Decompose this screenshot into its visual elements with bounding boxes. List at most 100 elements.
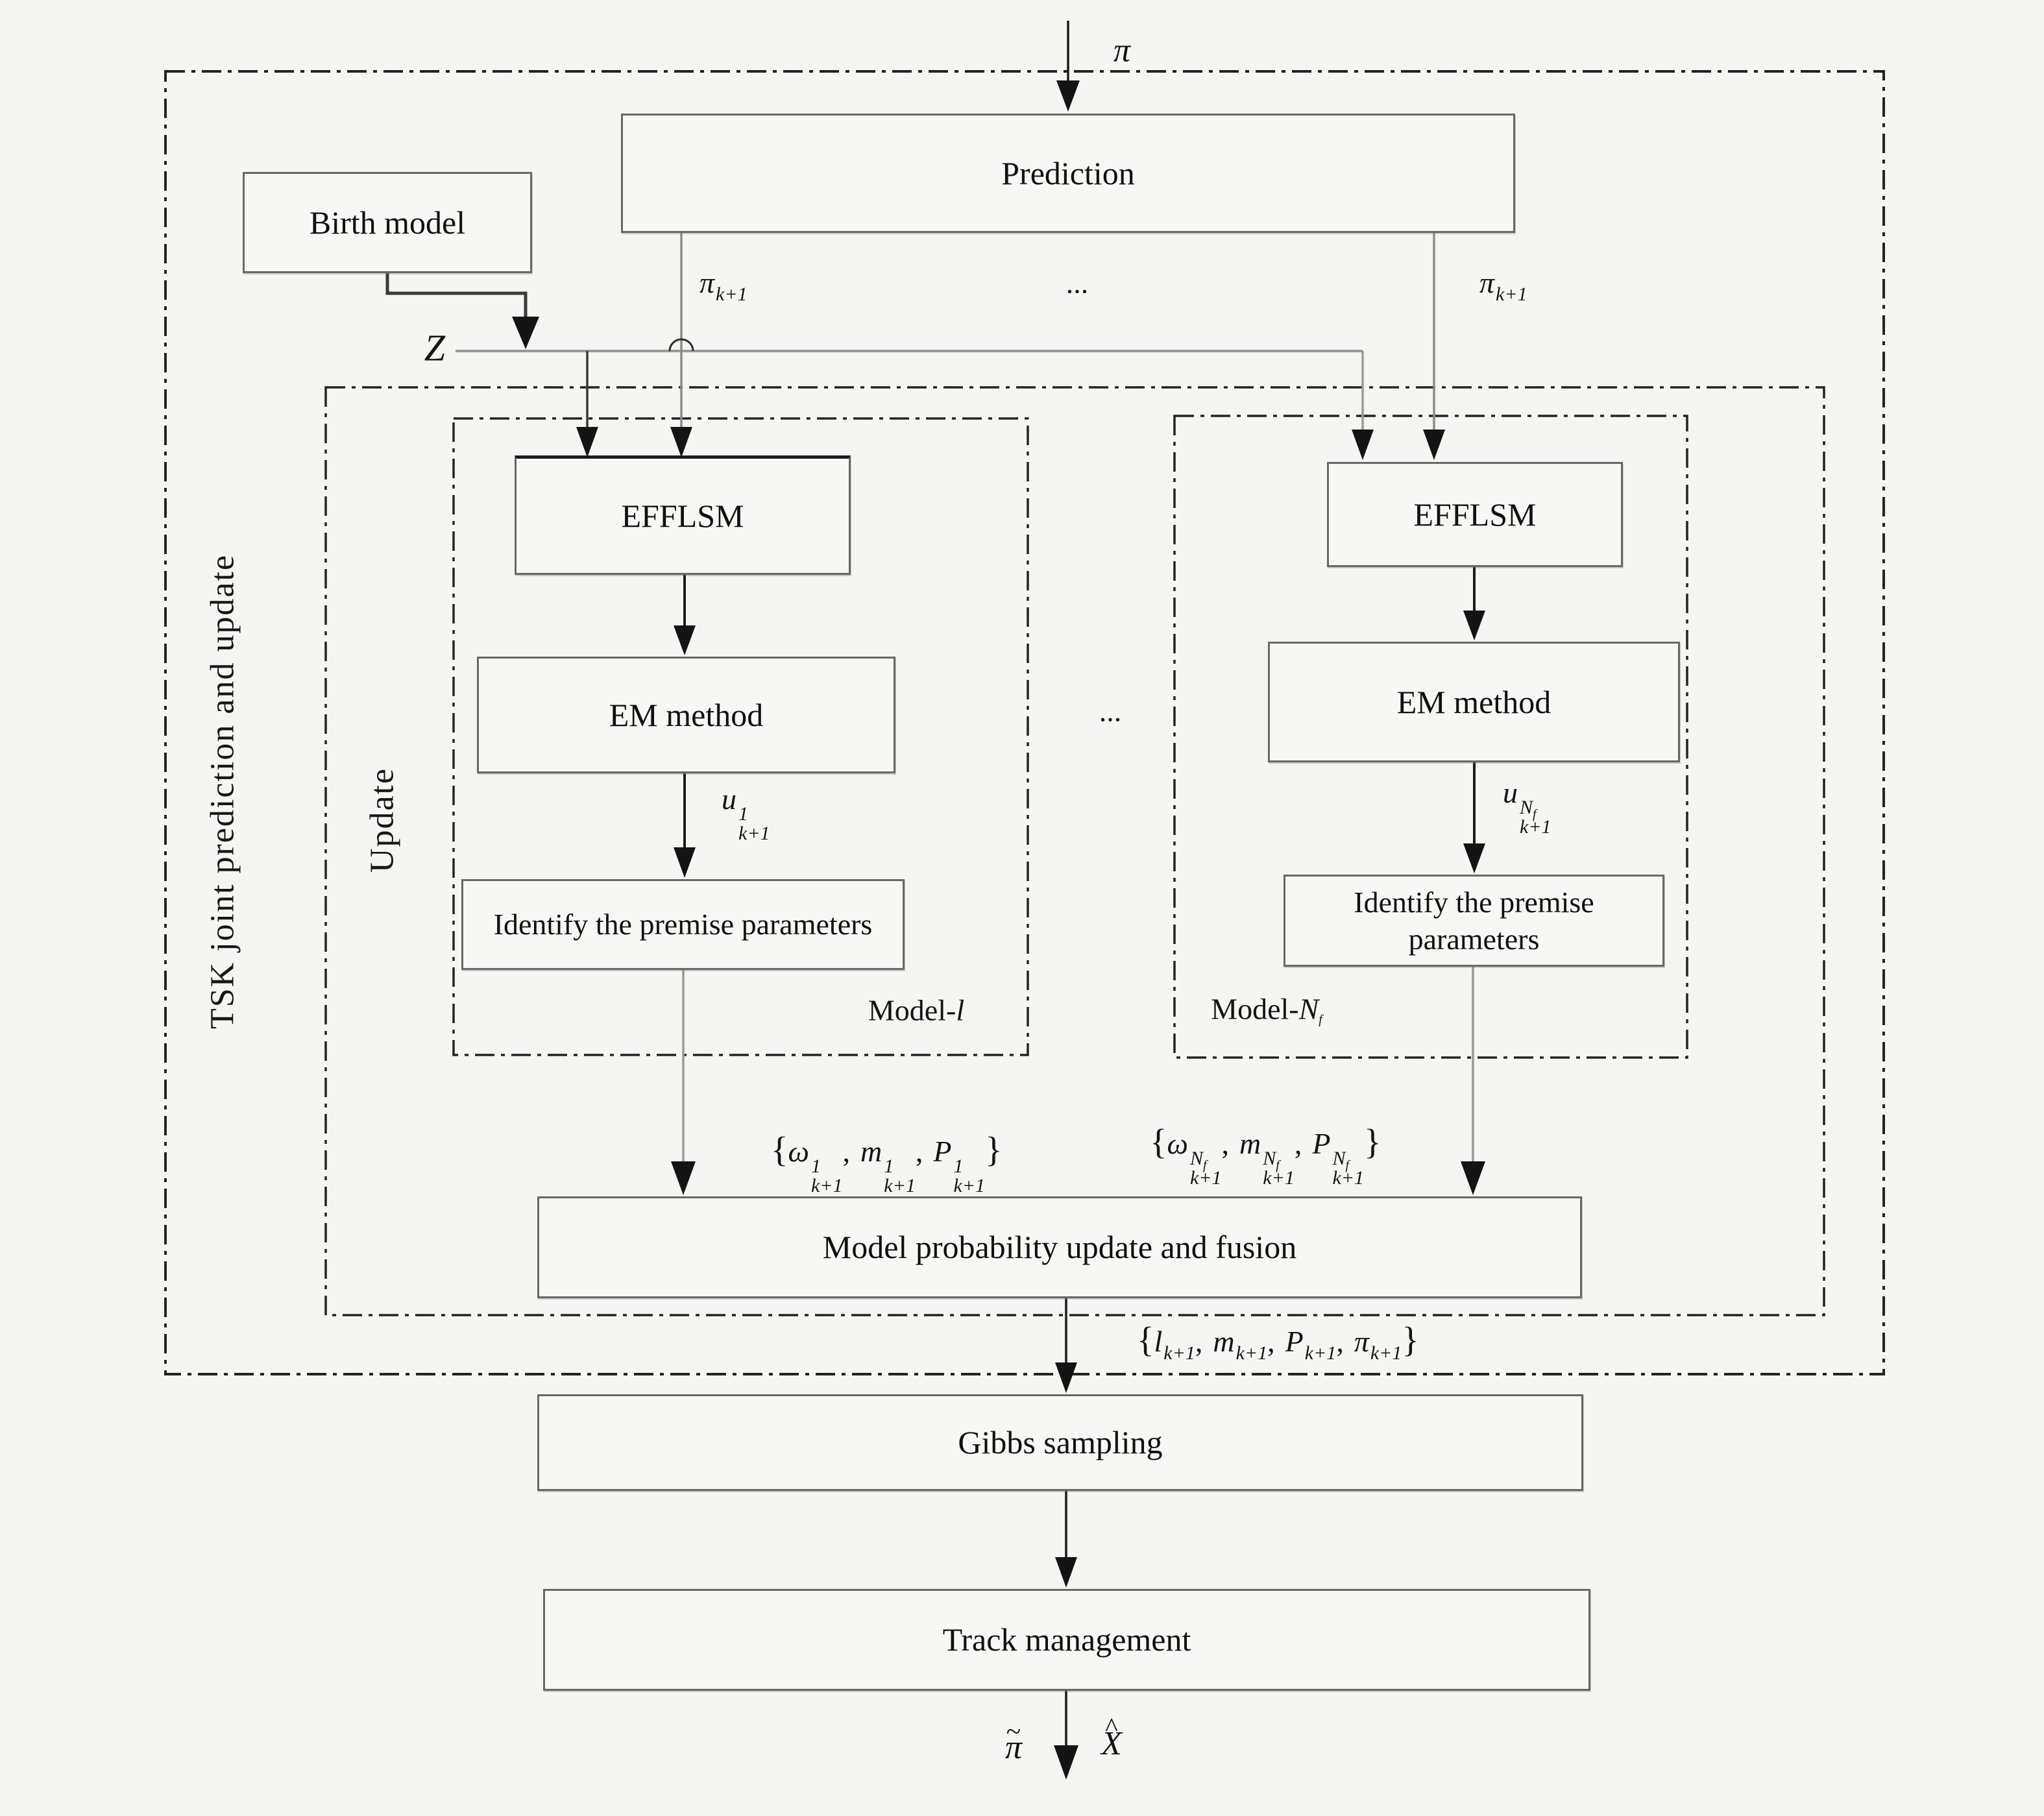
- label-x-hat: ^X: [1101, 1712, 1122, 1762]
- fusion-out-close: }: [1402, 1320, 1419, 1359]
- update-region-text: Update: [363, 767, 401, 873]
- box-track-management: Track management: [543, 1589, 1590, 1691]
- set-left-m: m: [860, 1135, 882, 1168]
- model-nf-prefix: Model-: [1211, 992, 1299, 1026]
- fusion-out-pi: π: [1354, 1325, 1369, 1358]
- label-pi-k1-left: πk+1: [700, 265, 748, 306]
- label-model-l: Model-l: [868, 993, 964, 1028]
- arrowhead-efflsm-right-to-em: [1463, 611, 1485, 640]
- line-birth-model-to-z: [385, 272, 528, 318]
- set-left-open: {: [771, 1130, 788, 1170]
- model-nf-var-sub: f: [1319, 1012, 1322, 1027]
- label-pi-input: π: [1113, 32, 1130, 70]
- model-nf-region-dashed-border: [1173, 415, 1688, 1059]
- pi-tilde-base: π: [1004, 1728, 1023, 1766]
- box-em-method-left: EM method: [477, 657, 895, 773]
- arrowhead-pi-k1-into-efflsm-right: [1423, 430, 1445, 460]
- x-hat-base: X: [1101, 1725, 1122, 1762]
- fusion-out-m: m: [1213, 1325, 1235, 1358]
- u-left-sup: 1: [738, 803, 748, 825]
- ellipsis-top-text: ...: [1065, 266, 1089, 300]
- box-fusion-label: Model probability update and fusion: [822, 1229, 1297, 1266]
- ellipsis-middle-text: ...: [1099, 694, 1122, 728]
- label-model-nf: Model-Nf: [1211, 992, 1322, 1027]
- model-l-prefix: Model-: [868, 993, 956, 1027]
- box-fusion: Model probability update and fusion: [537, 1196, 1582, 1298]
- u-right-sup-base: N: [1520, 796, 1533, 818]
- label-z: Z: [424, 326, 445, 370]
- arrowhead-track-output: [1054, 1745, 1078, 1780]
- set-right-m: m: [1239, 1127, 1261, 1161]
- set-left-P: P: [933, 1135, 952, 1168]
- arrowhead-pi-into-prediction: [1056, 80, 1080, 112]
- box-identify-right: Identify the premise parameters: [1284, 875, 1664, 967]
- box-identify-right-label: Identify the premise parameters: [1354, 885, 1594, 956]
- arrowhead-identify-right-to-fusion: [1461, 1161, 1485, 1195]
- pi-k1-left-sub: k+1: [716, 284, 748, 305]
- set-left-close: }: [985, 1130, 1003, 1170]
- label-ellipsis-middle: ...: [1099, 694, 1122, 729]
- arrowhead-pi-k1-into-efflsm-left: [670, 427, 692, 457]
- model-l-region-dashed-border: [452, 417, 1029, 1056]
- set-right-close: }: [1364, 1122, 1381, 1162]
- arrowhead-birth-model-to-z: [512, 317, 539, 349]
- arrowhead-fusion-to-gibbs: [1055, 1362, 1077, 1393]
- label-ellipsis-top: ...: [1066, 266, 1089, 300]
- model-l-var: l: [956, 993, 965, 1027]
- arrowhead-identify-left-to-fusion: [671, 1161, 696, 1195]
- pi-k1-right-base: π: [1479, 266, 1495, 299]
- box-gibbs-sampling-label: Gibbs sampling: [958, 1424, 1163, 1461]
- u-right-sup-sub: f: [1533, 806, 1537, 821]
- box-prediction-label: Prediction: [1001, 154, 1135, 191]
- pi-k1-left-base: π: [700, 266, 715, 299]
- set-left-omega: ω: [788, 1135, 809, 1168]
- box-identify-left: Identify the premise parameters: [461, 879, 905, 970]
- set-right-P: P: [1312, 1127, 1331, 1161]
- set-right-omega: ω: [1167, 1127, 1188, 1161]
- tsk-region-text: TSK joint prediction and update: [204, 553, 241, 1030]
- arrowhead-gibbs-to-track: [1055, 1557, 1077, 1588]
- line-hop-over-z: [668, 338, 694, 352]
- fusion-out-open: {: [1137, 1320, 1154, 1359]
- box-efflsm-left: EFFLSM: [515, 455, 851, 575]
- box-efflsm-left-label: EFFLSM: [621, 497, 744, 534]
- box-identify-left-label: Identify the premise parameters: [493, 908, 873, 941]
- u-right-sub: k+1: [1520, 816, 1551, 838]
- tsk-region-dashed-border: [164, 70, 1885, 1375]
- box-em-method-right: EM method: [1268, 642, 1680, 762]
- arrowhead-em-left-to-identify: [674, 847, 696, 878]
- fusion-out-l: l: [1154, 1325, 1163, 1358]
- model-nf-var: N: [1298, 992, 1319, 1026]
- z-symbol: Z: [424, 326, 445, 369]
- pi-symbol: π: [1113, 32, 1131, 69]
- box-em-method-right-label: EM method: [1396, 683, 1551, 720]
- box-prediction: Prediction: [621, 114, 1515, 233]
- box-efflsm-right: EFFLSM: [1327, 462, 1623, 567]
- box-track-management-label: Track management: [942, 1621, 1191, 1658]
- label-update-region: Update: [363, 768, 402, 873]
- arrowhead-z-into-efflsm-right: [1352, 430, 1374, 460]
- arrowhead-em-right-to-identify: [1463, 843, 1485, 873]
- box-efflsm-right-label: EFFLSM: [1413, 496, 1537, 533]
- box-birth-model: Birth model: [243, 172, 532, 273]
- fusion-out-P: P: [1285, 1325, 1304, 1358]
- box-birth-model-label: Birth model: [309, 204, 466, 241]
- u-left-sub: k+1: [738, 823, 770, 845]
- set-right-open: {: [1150, 1122, 1167, 1162]
- u-right-base: u: [1503, 776, 1518, 810]
- box-gibbs-sampling: Gibbs sampling: [537, 1394, 1583, 1491]
- arrowhead-z-into-efflsm-left: [576, 427, 598, 457]
- label-pi-k1-right: πk+1: [1479, 265, 1527, 306]
- label-tsk-region: TSK joint prediction and update: [204, 554, 242, 1029]
- box-em-method-left-label: EM method: [609, 696, 764, 733]
- update-region-dashed-border: [324, 386, 1825, 1316]
- u-left-base: u: [722, 782, 736, 816]
- arrowhead-efflsm-left-to-em: [674, 625, 696, 655]
- pi-k1-right-sub: k+1: [1496, 284, 1527, 305]
